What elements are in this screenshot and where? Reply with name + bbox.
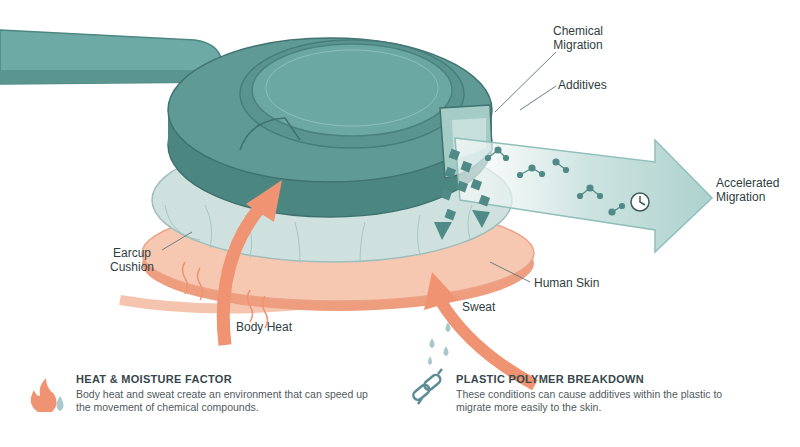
sweat-drops — [428, 322, 451, 365]
chunk-arrows-part — [461, 161, 473, 173]
additive-molecules-part — [529, 165, 535, 171]
earcup-shell-part — [266, 50, 438, 126]
callout-label: Sweat — [462, 300, 522, 314]
additive-molecules-part — [553, 159, 559, 165]
earcup-shell — [168, 38, 492, 217]
clock-icon-part — [631, 193, 649, 211]
clock-icon — [631, 193, 649, 211]
chunk-arrows-part — [457, 181, 469, 193]
note-text: These conditions can cause additives wit… — [456, 388, 756, 414]
callout-label: Human Skin — [534, 276, 624, 290]
additive-molecules-part — [518, 173, 523, 178]
leader-lines-part — [495, 52, 556, 112]
sweat-arrow-part — [424, 272, 458, 310]
sweat-drops-part — [444, 346, 449, 356]
note-heading: PLASTIC POLYMER BREAKDOWN — [456, 372, 756, 386]
chain-icon — [412, 369, 443, 404]
callout-label: Chemical Migration — [540, 24, 616, 52]
callout-label: Earcup Cushion — [100, 246, 164, 274]
clock-icon-part — [640, 196, 645, 205]
note-heading: HEAT & MOISTURE FACTOR — [76, 372, 376, 386]
sweat-arrow — [424, 272, 535, 385]
leader-lines-part — [520, 86, 556, 110]
body-heat-arrow-part — [183, 262, 268, 328]
chunk-arrows — [434, 149, 490, 240]
flame-drop-icon-part — [31, 378, 57, 412]
flame-drop-icon-part — [57, 396, 64, 411]
sweat-drops-part — [428, 356, 432, 365]
earcup-shell-part — [252, 44, 452, 136]
additive-molecules-part — [504, 156, 509, 161]
additive-molecules-part — [495, 147, 501, 153]
migration-arrow-part — [455, 138, 712, 252]
flame-drop-icon — [31, 378, 64, 412]
chain-icon-part — [418, 398, 422, 404]
additive-molecules-part — [587, 185, 593, 191]
leader-lines — [162, 52, 556, 282]
chunk-arrows-part — [434, 222, 452, 240]
additive-molecules-part — [620, 204, 625, 209]
leader-lines-part — [490, 262, 530, 282]
additive-molecules-part — [609, 209, 615, 215]
earcup-shell-part — [240, 40, 464, 148]
chunk-arrows-part — [445, 209, 457, 221]
note-text: Body heat and sweat create an environmen… — [76, 388, 376, 414]
sweat-arrow-part — [440, 300, 535, 385]
callout-label: Additives — [558, 78, 638, 92]
migration-arrow — [455, 138, 712, 252]
chain-icon-part — [423, 373, 443, 391]
chunk-arrows-part — [472, 210, 490, 228]
sweat-drops-part — [430, 338, 435, 348]
chunk-arrows-part — [445, 167, 457, 179]
chunk-arrows-part — [471, 179, 483, 191]
additive-molecules-part — [540, 172, 545, 177]
chunk-arrows-part — [449, 149, 461, 161]
leader-lines-part — [162, 232, 192, 250]
chain-icon-part — [438, 369, 442, 374]
additive-molecules-part — [598, 194, 603, 199]
chunk-arrows-part — [441, 189, 453, 201]
additive-molecules-part — [564, 168, 569, 173]
body-heat-arrow-part — [246, 180, 282, 222]
callout-label: Body Heat — [236, 320, 316, 334]
earcup-shell-part — [240, 118, 300, 150]
chunk-arrows-part — [479, 195, 491, 207]
additive-molecules-part — [578, 194, 583, 199]
additive-molecules — [486, 147, 625, 215]
earcup-shell-part — [168, 38, 492, 182]
additive-molecules-part — [486, 156, 491, 161]
sweat-drops-part — [446, 322, 451, 332]
callout-label: Accelerated Migration — [716, 176, 796, 204]
